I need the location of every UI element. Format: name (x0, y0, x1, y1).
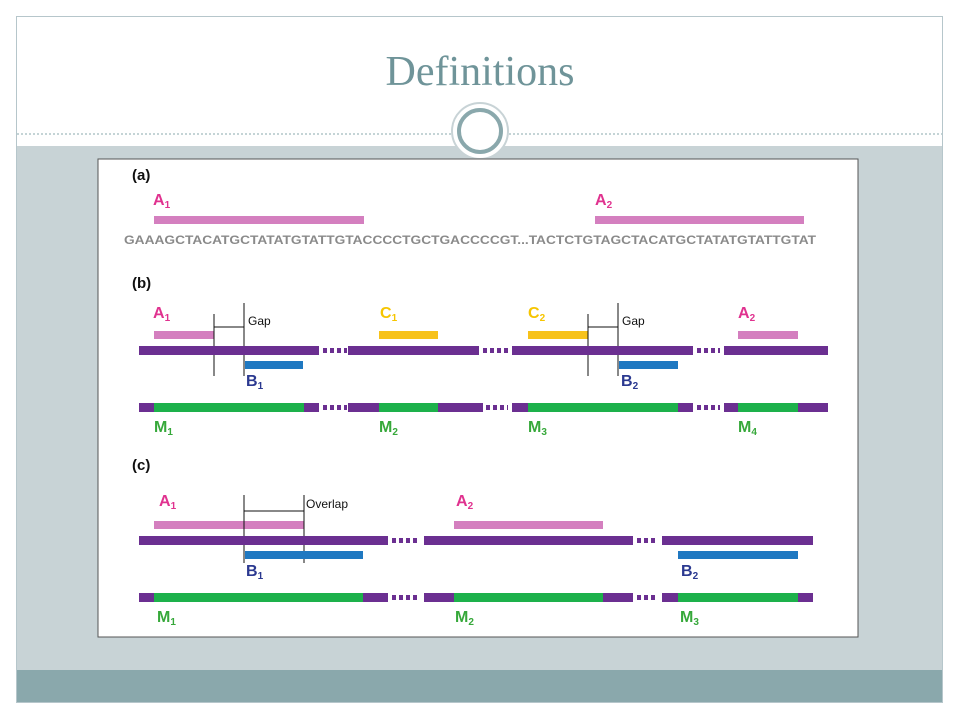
panel-a: (a) A1 A2 GAAAGCTACATGCTATATGTATTGTACCCC… (124, 167, 816, 247)
panel-b-m2-bar (379, 403, 438, 412)
panel-c-contig1 (139, 536, 388, 545)
slide-title: Definitions (385, 49, 575, 95)
panel-b-c1-label: C1 (380, 305, 398, 324)
panel-c-b1-label: B1 (246, 563, 264, 582)
panel-c-b1-bar (245, 551, 363, 559)
panel-c-contig2 (424, 536, 633, 545)
panel-a-a1-bar (154, 216, 364, 224)
panel-a-label: (a) (132, 167, 150, 184)
panel-b-m4-label: M4 (738, 419, 757, 438)
panel-c-b2-label: B2 (681, 563, 699, 582)
panel-b-m3-bar (528, 403, 678, 412)
panel-b-c2-label: C2 (528, 305, 546, 324)
panel-b-c2-bar (528, 331, 588, 339)
panel-b-b2-bar (619, 361, 678, 369)
panel-c-a1-label: A1 (159, 493, 177, 512)
panel-a-a2-bar (595, 216, 804, 224)
panel-b-c1-bar (379, 331, 438, 339)
panel-a-a1-label: A1 (153, 192, 171, 211)
panel-b: (b) A1 C1 C2 A2 Gap Gap (132, 275, 828, 438)
panel-b-m4-bar (738, 403, 798, 412)
footer-band (17, 670, 942, 702)
panel-b-a1-label: A1 (153, 305, 171, 324)
panel-c-a2-bar (454, 521, 603, 529)
panel-b-m1-label: M1 (154, 419, 173, 438)
panel-c-m3-label: M3 (680, 609, 699, 628)
panel-b-m2-label: M2 (379, 419, 398, 438)
panel-c-contig3 (662, 536, 813, 545)
panel-b-m3-label: M3 (528, 419, 547, 438)
figure-box (97, 158, 859, 638)
panel-b-b1-bar (245, 361, 303, 369)
panel-b-gap2-label: Gap (622, 314, 645, 328)
panel-c-overlap-label: Overlap (306, 497, 348, 511)
panel-b-label: (b) (132, 275, 151, 292)
panel-a-sequence: GAAAGCTACATGCTATATGTATTGTACCCCTGCTGACCCC… (124, 235, 816, 247)
panel-b-gap1-label: Gap (248, 314, 271, 328)
panel-c-m1-bar (154, 593, 363, 602)
panel-c-a1-bar (154, 521, 304, 529)
panel-b-a1-bar (154, 331, 214, 339)
panel-c-m2-bar (454, 593, 603, 602)
panel-a-a2-label: A2 (595, 192, 613, 211)
panel-c-a2-label: A2 (456, 493, 474, 512)
panel-b-contig4 (724, 346, 828, 355)
panel-c-b2-bar (678, 551, 798, 559)
panel-c-m2-label: M2 (455, 609, 474, 628)
panel-b-b2-label: B2 (621, 373, 639, 392)
panel-c-m1-label: M1 (157, 609, 176, 628)
panel-c-label: (c) (132, 457, 150, 474)
panel-b-m1-bar (154, 403, 304, 412)
ornament-ring-inner (457, 108, 503, 154)
panel-c-m3-bar (678, 593, 798, 602)
panel-b-b1-label: B1 (246, 373, 264, 392)
panel-b-a2-label: A2 (738, 305, 756, 324)
panel-b-contig3 (512, 346, 693, 355)
panel-c: (c) A1 A2 Overlap B1 B2 (132, 457, 813, 628)
panel-b-contig2 (348, 346, 479, 355)
panel-b-a2-bar (738, 331, 798, 339)
panel-b-contig1 (139, 346, 319, 355)
